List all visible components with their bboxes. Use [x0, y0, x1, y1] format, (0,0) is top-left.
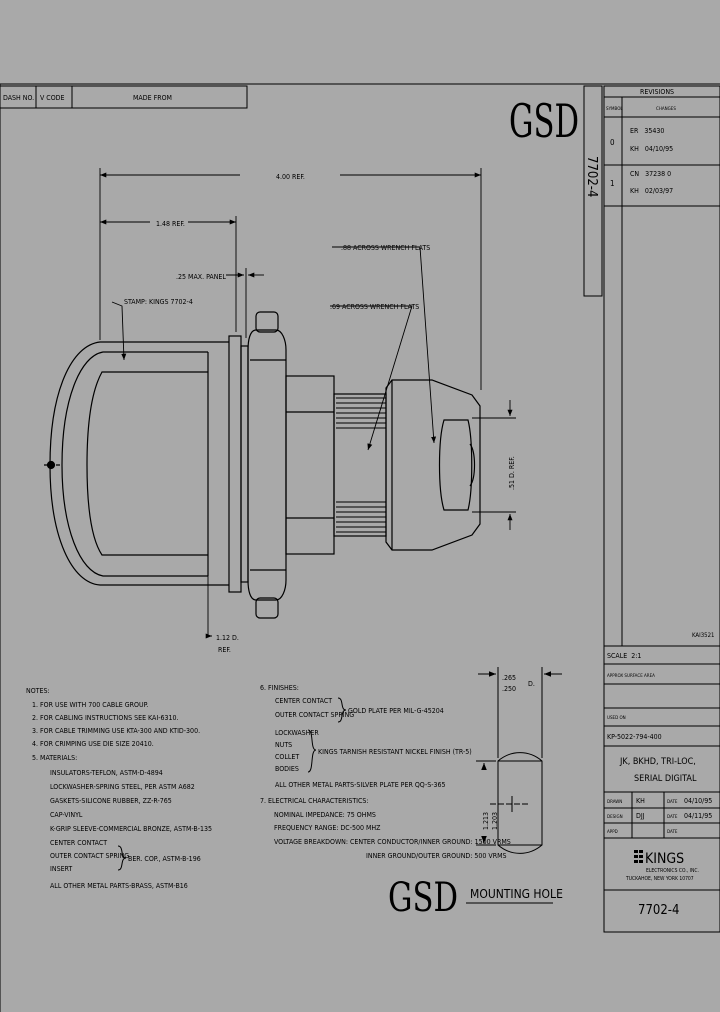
sig-initials: DJJ — [636, 812, 645, 820]
signature-row: APPD DATE — [607, 829, 678, 835]
description-line2: SERIAL DIGITAL — [634, 774, 697, 784]
revisions-title: REVISIONS — [640, 88, 674, 96]
description-line1: JK, BKHD, TRI-LOC, — [619, 757, 696, 767]
mounting-hole-view — [476, 667, 562, 854]
company-name: KINGS — [645, 851, 684, 867]
rev-line1: ER 35430 — [630, 127, 664, 135]
rev-symbol: 0 — [610, 138, 615, 147]
revision-row: 0 ER 35430 KH 04/10/95 — [610, 127, 673, 153]
note-line: 2. FOR CABLING INSTRUCTIONS SEE KAI-6310… — [32, 714, 179, 722]
approx-surface-label: APPROX SURFACE AREA — [607, 673, 655, 679]
hole-dia-suffix: D. — [528, 680, 535, 688]
hole-height-1: 1.213 — [482, 812, 490, 830]
hole-dia-2: .250 — [502, 685, 516, 693]
rev-line1: CN 37238 0 — [630, 170, 671, 178]
finish-line: CENTER CONTACT — [275, 697, 332, 705]
dim-1-12-b: REF. — [218, 646, 231, 654]
company-logo: KINGS ELECTRONICS CO., INC. TUCKAHOE, NE… — [625, 850, 699, 882]
company-address-2: TUCKAHOE, NEW YORK 10707 — [625, 876, 694, 882]
mounting-hole-label: MOUNTING HOLE — [470, 887, 563, 901]
sig-role: DRAWN — [607, 799, 622, 805]
dimension-lines — [99, 168, 516, 639]
note-line: NOTES: — [26, 687, 50, 695]
rev-line2: KH 02/03/97 — [630, 187, 673, 195]
rev-col-symbol: SYMBOL — [606, 106, 623, 112]
electrical-block: 7. ELECTRICAL CHARACTERISTICS: NOMINAL I… — [260, 797, 511, 860]
sig-initials: KH — [636, 797, 645, 805]
finish-nickel: KINGS TARNISH RESISTANT NICKEL FINISH (T… — [318, 748, 472, 756]
dim-1-12-a: 1.12 D. — [216, 634, 239, 642]
note-line: 1. FOR USE WITH 700 CABLE GROUP. — [32, 701, 148, 709]
vertical-drawing-number: 7702-4 — [584, 156, 599, 197]
company-address-1: ELECTRONICS CO., INC. — [646, 868, 699, 874]
hole-height-2: 1.203 — [491, 812, 499, 830]
made-from-label: MADE FROM — [133, 94, 172, 102]
hole-dia-1: .265 — [502, 674, 516, 682]
finish-line: COLLET — [275, 753, 299, 761]
note-line: GASKETS-SILICONE RUBBER, ZZ-R-765 — [50, 797, 172, 805]
rev-line2: KH 04/10/95 — [630, 145, 673, 153]
note-line: INSULATORS-TEFLON, ASTM-D-4894 — [50, 769, 163, 777]
dash-no-label: DASH NO. — [3, 94, 34, 102]
elec-line: INNER GROUND/OUTER GROUND: 500 VRMS — [366, 852, 507, 860]
note-line: LOCKWASHER-SPRING STEEL, PER ASTM A682 — [50, 783, 195, 791]
date-label: DATE — [667, 814, 678, 820]
note-line: 4. FOR CRIMPING USE DIE SIZE 20410. — [32, 740, 154, 748]
dim-overall: 4.00 REF. — [276, 173, 305, 181]
rev-symbol: 1 — [610, 179, 615, 188]
header-table: DASH NO. V CODE MADE FROM — [0, 85, 248, 109]
elec-line: VOLTAGE BREAKDOWN: CENTER CONDUCTOR/INNE… — [274, 838, 511, 846]
note-line: 5. MATERIALS: — [32, 754, 77, 762]
finish-line: OUTER CONTACT SPRING — [275, 711, 354, 719]
vertical-number-box: 7702-4 — [583, 85, 603, 297]
gsd-logo-top: GSD — [509, 94, 579, 148]
elec-line: NOMINAL IMPEDANCE: 75 OHMS — [274, 811, 376, 819]
signature-row: DRAWN KH DATE 04/10/95 — [607, 797, 712, 805]
rev-col-changes: CHANGES — [656, 106, 676, 112]
elec-line: 7. ELECTRICAL CHARACTERISTICS: — [260, 797, 369, 805]
title-block — [603, 645, 720, 933]
drawing-number: 7702-4 — [638, 903, 679, 918]
connector-side-view — [44, 311, 481, 619]
finish-line: ALL OTHER METAL PARTS-SILVER PLATE PER Q… — [275, 781, 446, 789]
revision-row: 1 CN 37238 0 KH 02/03/97 — [610, 170, 673, 195]
notes-block: NOTES: 1. FOR USE WITH 700 CABLE GROUP. … — [26, 687, 212, 890]
gsd-logo-bottom: GSD — [388, 875, 458, 921]
date-label: DATE — [667, 829, 678, 835]
finish-line: 6. FINISHES: — [260, 684, 299, 692]
dim-flats-88: .88 ACROSS WRENCH FLATS — [341, 244, 430, 252]
finish-line: BODIES — [275, 765, 299, 773]
note-ber-cop: BER. COP., ASTM-B-196 — [128, 855, 201, 863]
stamp-label: STAMP: KINGS 7702-4 — [124, 298, 193, 306]
sig-role: APPD — [607, 829, 618, 835]
sig-role: DESIGN — [607, 814, 623, 820]
note-line: 3. FOR CABLE TRIMMING USE KTA-300 AND KT… — [32, 727, 200, 735]
sig-date: 04/10/95 — [684, 797, 712, 805]
finish-line: LOCKWASHER — [275, 729, 319, 737]
signature-row: DESIGN DJJ DATE 04/11/95 — [607, 812, 712, 820]
finish-gold: GOLD PLATE PER MIL-G-45204 — [348, 707, 444, 715]
dim-1-48: 1.48 REF. — [156, 220, 185, 228]
dim-flats-69: .69 ACROSS WRENCH FLATS — [330, 303, 419, 311]
reference-code: KAI3521 — [692, 632, 714, 639]
scale-label: SCALE 2:1 — [607, 652, 641, 660]
finish-line: NUTS — [275, 741, 292, 749]
date-label: DATE — [667, 799, 678, 805]
drawing-frame — [0, 83, 720, 1012]
part-number: KP-5022-794-400 — [607, 733, 662, 741]
note-line: INSERT — [50, 865, 72, 873]
v-code-label: V CODE — [40, 94, 65, 102]
note-line: ALL OTHER METAL PARTS-BRASS, ASTM-B16 — [50, 882, 188, 890]
dim-od-51: .51 D. REF. — [508, 456, 516, 490]
note-line: K-GRIP SLEEVE-COMMERCIAL BRONZE, ASTM-B-… — [50, 825, 212, 833]
sig-date: 04/11/95 — [684, 812, 712, 820]
note-line: CAP-VINYL — [50, 811, 83, 819]
dim-panel: .25 MAX. PANEL — [176, 273, 226, 281]
used-on-label: USED ON — [607, 715, 626, 721]
finishes-block: 6. FINISHES: CENTER CONTACT OUTER CONTAC… — [260, 684, 472, 789]
elec-line: FREQUENCY RANGE: DC-500 MHZ — [274, 824, 381, 832]
note-line: OUTER CONTACT SPRING — [50, 852, 129, 860]
note-line: CENTER CONTACT — [50, 839, 107, 847]
